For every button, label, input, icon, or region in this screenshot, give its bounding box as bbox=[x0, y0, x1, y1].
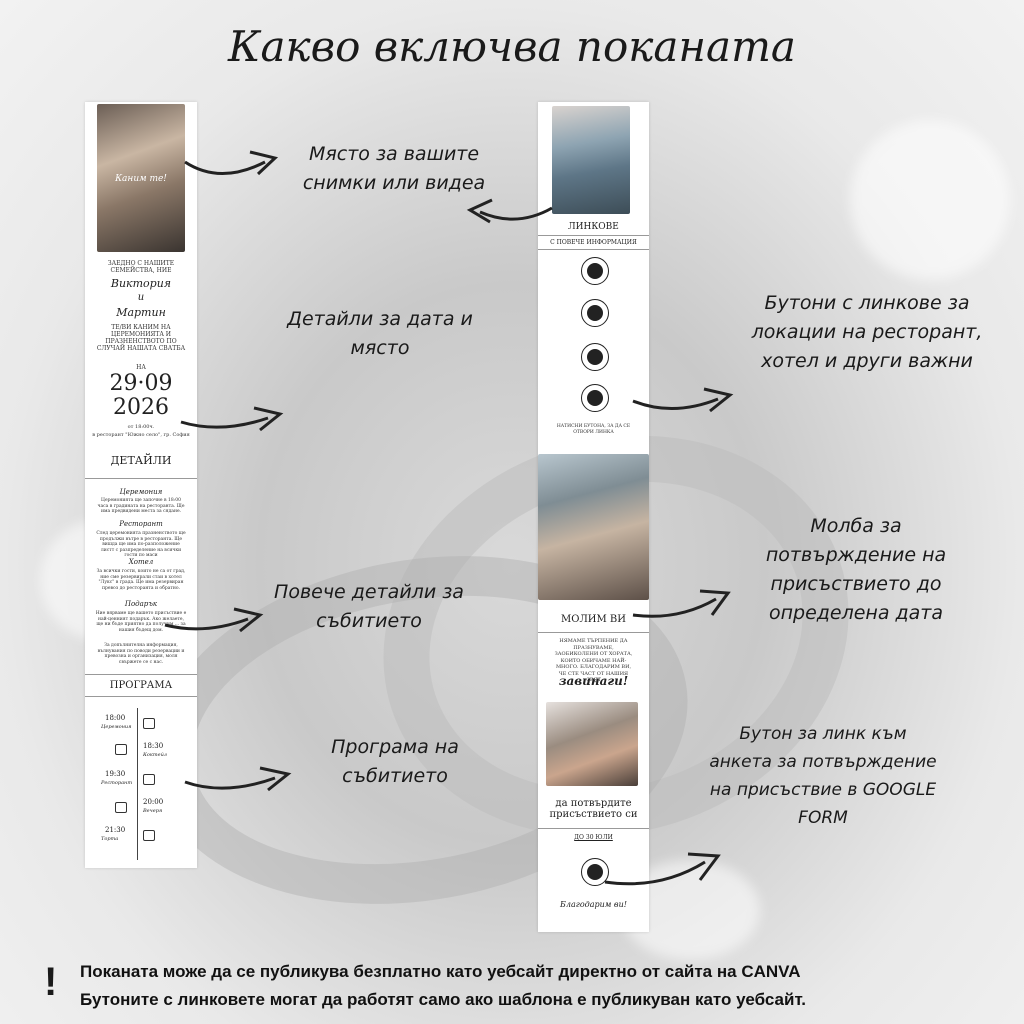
thanks-text: Благодарим ви! bbox=[560, 900, 627, 909]
couple-photo bbox=[546, 702, 638, 786]
divider bbox=[85, 478, 197, 479]
church-icon[interactable] bbox=[580, 257, 609, 285]
arrow-icon bbox=[184, 766, 292, 792]
note-rsvp: Молба за потвърждение на присъствието до… bbox=[765, 515, 947, 624]
arrow-icon bbox=[466, 198, 553, 224]
bride-name: Виктория bbox=[110, 277, 172, 290]
program-label: Коктейл bbox=[143, 752, 167, 758]
arrow-icon bbox=[184, 150, 279, 176]
program-time: 18:00 bbox=[105, 714, 126, 722]
on-text: НА bbox=[136, 364, 146, 371]
footer-line-1: Поканата може да се публикува безплатно … bbox=[80, 962, 980, 982]
plate-icon bbox=[115, 802, 127, 813]
please-text: НЯМАМЕ ТЪРПЕНИЕ ДА ПРАЗНУВАМЕ, ЗАОБИКОЛЕ… bbox=[554, 638, 633, 683]
divider bbox=[85, 696, 197, 697]
note-more-details: Повече детайли за събитието bbox=[274, 581, 464, 632]
event-time: от 18:00ч. bbox=[127, 424, 155, 430]
and-text: и bbox=[137, 292, 145, 303]
footer-line-2: Бутоните с линковете могат да работят са… bbox=[80, 990, 806, 1009]
details-heading: ДЕТАЙЛИ bbox=[110, 454, 172, 467]
arrow-icon bbox=[632, 589, 731, 618]
cake-icon bbox=[143, 830, 155, 841]
note-buttons: Бутони с линкове за локации на ресторант… bbox=[751, 292, 983, 372]
invitation-preview-left: Каним те! ЗАЕДНО С НАШИТЕ СЕМЕЙСТВА, НИЕ… bbox=[85, 102, 197, 868]
detail-text: След церемонията празненството ще продъл… bbox=[96, 531, 186, 558]
canva-brand: CANVA bbox=[741, 962, 801, 981]
divider bbox=[538, 828, 649, 829]
arrow-icon bbox=[180, 406, 284, 432]
program-time: 21:30 bbox=[105, 826, 126, 834]
detail-text: За всички гости, които не са от град, ни… bbox=[96, 569, 186, 591]
background-bokeh bbox=[850, 120, 1010, 280]
event-year: 2026 bbox=[113, 395, 169, 420]
detail-title: Ресторант bbox=[119, 520, 163, 528]
rings-icon bbox=[143, 718, 155, 729]
divider bbox=[85, 674, 197, 675]
page-title: Какво включва поканата bbox=[228, 22, 796, 71]
program-label: Ресторант bbox=[101, 780, 133, 786]
form-icon[interactable] bbox=[580, 384, 609, 412]
program-label: Церемония bbox=[101, 724, 132, 730]
detail-text: За допълнителна информация, вълнувания п… bbox=[97, 643, 185, 665]
location-pin-icon[interactable] bbox=[580, 299, 609, 327]
event-date: 29·09 bbox=[109, 371, 173, 396]
detail-title: Хотел bbox=[128, 558, 154, 566]
arrow-icon bbox=[632, 387, 734, 413]
photo-overlay-text: Каним те! bbox=[115, 174, 167, 184]
program-time: 18:30 bbox=[143, 742, 164, 750]
divider bbox=[538, 632, 649, 633]
arrow-icon bbox=[164, 607, 264, 633]
couple-photo: Каним те! bbox=[97, 104, 185, 252]
detail-text: Ние вярваме ще вашето присъствие е най-ц… bbox=[95, 611, 187, 633]
links-heading: ЛИНКОВЕ bbox=[568, 222, 619, 232]
note-program: Програма на събитието bbox=[331, 736, 459, 787]
divider bbox=[538, 235, 649, 236]
divider bbox=[538, 249, 649, 250]
forever-text: завинаги! bbox=[558, 674, 629, 688]
note-google-form: Бутон за линк към анкета за потвърждение… bbox=[709, 724, 937, 828]
detail-title: Церемония bbox=[119, 488, 163, 496]
links-subheading: С ПОВЕЧЕ ИНФОРМАЦИЯ bbox=[550, 239, 637, 246]
program-timeline: 18:00 Церемония 18:30 Коктейл 19:30 Рест… bbox=[85, 702, 197, 868]
gift-icon[interactable] bbox=[580, 343, 609, 371]
confirm-text: да потвърдите присъствието си bbox=[549, 798, 638, 820]
beach-couple-photo bbox=[552, 106, 630, 214]
invitation-preview-right: ЛИНКОВЕ С ПОВЕЧЕ ИНФОРМАЦИЯ НАТИСНИ БУТО… bbox=[538, 102, 649, 932]
camera-icon bbox=[143, 774, 155, 785]
detail-text: Церемонията ще започне в 18:00 часа в гр… bbox=[97, 498, 185, 514]
cocktail-icon bbox=[115, 744, 127, 755]
exclamation-icon: ! bbox=[44, 960, 58, 1004]
rsvp-deadline: ДО 30 ЮЛИ bbox=[574, 834, 613, 841]
links-hint: НАТИСНИ БУТОНА, ЗА ДА СЕ ОТВОРИ ЛИНКА bbox=[556, 424, 631, 435]
program-time: 20:00 bbox=[143, 798, 164, 806]
groom-name: Мартин bbox=[116, 306, 166, 319]
program-heading: ПРОГРАМА bbox=[109, 680, 173, 691]
event-venue: в ресторант "Южно село", гр. София bbox=[92, 432, 190, 438]
couple-photo bbox=[538, 454, 649, 600]
intro-text: ЗАЕДНО С НАШИТЕ СЕМЕЙСТВА, НИЕ bbox=[107, 260, 175, 274]
timeline-line bbox=[137, 708, 138, 860]
please-heading: МОЛИМ ВИ bbox=[561, 614, 626, 625]
program-label: Вечеря bbox=[143, 808, 163, 814]
arrow-icon bbox=[604, 852, 721, 886]
program-label: Торта bbox=[101, 836, 119, 842]
form-icon[interactable] bbox=[580, 858, 609, 886]
detail-title: Подарък bbox=[124, 600, 158, 608]
invite-text: ТЕ/ВИ КАНИМ НА ЦЕРЕМОНИЯТА И ПРАЗНЕНСТВО… bbox=[96, 324, 186, 352]
note-photos: Място за вашите снимки или видеа bbox=[302, 143, 486, 194]
note-date-details: Детайли за дата и място bbox=[287, 308, 473, 359]
footer-line-1-text: Поканата може да се публикува безплатно … bbox=[80, 962, 742, 981]
program-time: 19:30 bbox=[105, 770, 126, 778]
